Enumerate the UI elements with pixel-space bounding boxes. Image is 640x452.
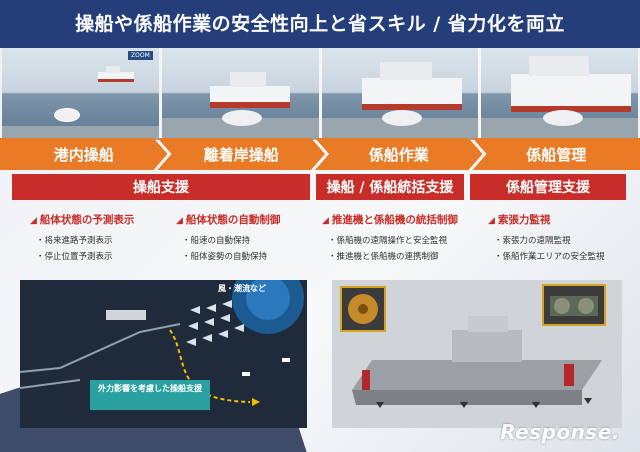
process-steps: 港内操船 離着岸操船 係船作業 係船管理 bbox=[0, 138, 640, 170]
column-title-1: 船体状態の予測表示 bbox=[30, 212, 135, 227]
column-2-item-2: 船体姿勢の自動保持 bbox=[182, 250, 268, 262]
propeller-icon bbox=[348, 294, 378, 324]
column-4-item-2: 係船作業エリアの安全監視 bbox=[494, 250, 605, 262]
column-4-item-1: 索張力の遠隔監視 bbox=[494, 234, 571, 246]
winch-icon bbox=[550, 296, 598, 316]
response-watermark: Response. bbox=[500, 420, 620, 444]
step-mooring-management: 係船管理 bbox=[472, 138, 640, 170]
column-title-2: 船体状態の自動制御 bbox=[176, 212, 281, 227]
photo-strip: ZOOM bbox=[0, 48, 640, 140]
propeller-inset bbox=[340, 286, 386, 332]
step-berthing: 離着岸操船 bbox=[158, 138, 326, 170]
step-harbor: 港内操船 bbox=[0, 138, 168, 170]
wind-current-label: 風・潮流など bbox=[218, 284, 266, 293]
photo-mooring-work bbox=[321, 48, 479, 140]
zoom-badge: ZOOM bbox=[128, 51, 153, 60]
page-title: 操船や係船作業の安全性向上と省スキル / 省力化を両立 bbox=[0, 0, 640, 48]
ship-cutaway-illustration bbox=[332, 280, 622, 428]
column-3-item-2: 推進機と係船機の連携制御 bbox=[328, 250, 439, 262]
column-3-item-1: 係船機の遠隔操作と安全監視 bbox=[328, 234, 448, 246]
support-right: 係船管理支援 bbox=[470, 174, 626, 200]
support-middle: 操船 / 係船統括支援 bbox=[316, 174, 464, 200]
current-arrows bbox=[186, 300, 244, 346]
photo-mooring-management bbox=[481, 48, 638, 140]
photo-berthing bbox=[161, 48, 319, 140]
external-force-label: 外力影響を考慮した操船支援 bbox=[90, 380, 210, 410]
support-left: 操船支援 bbox=[12, 174, 310, 200]
photo-harbor-maneuvering: ZOOM bbox=[2, 48, 159, 140]
column-1-item-1: 将来進路予測表示 bbox=[36, 234, 113, 246]
column-title-4: 索張力監視 bbox=[488, 212, 551, 227]
winch-inset bbox=[542, 284, 606, 326]
maneuvering-support-illustration: 風・潮流など 外力影響を考慮した操船支援 bbox=[20, 280, 307, 428]
column-2-item-1: 船速の自動保持 bbox=[182, 234, 251, 246]
column-title-3: 推進機と係船機の統括制御 bbox=[322, 212, 458, 227]
column-1-item-2: 停止位置予測表示 bbox=[36, 250, 113, 262]
step-mooring-work: 係船作業 bbox=[315, 138, 483, 170]
